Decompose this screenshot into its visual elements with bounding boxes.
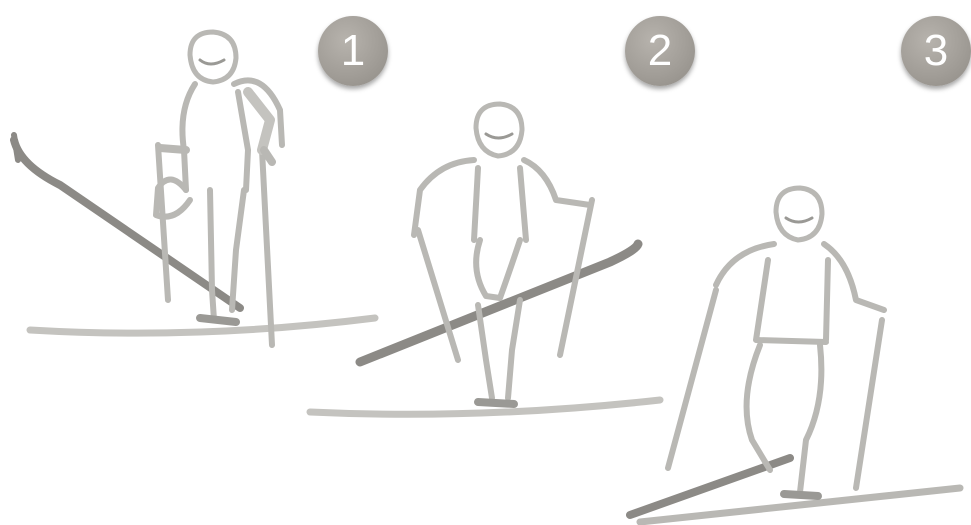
- head-3: [776, 188, 822, 240]
- head-2: [476, 104, 522, 156]
- pole-3-left: [668, 290, 716, 468]
- step-badge-3: 3: [901, 16, 971, 86]
- pole-1-left: [158, 145, 168, 300]
- leg-3-right: [800, 345, 821, 492]
- skier-figure-2: [310, 104, 660, 414]
- leg-2-bent: [476, 240, 520, 298]
- step-number-3: 3: [924, 29, 948, 73]
- pole-1-right: [262, 150, 272, 345]
- step-badge-2: 2: [625, 16, 695, 86]
- step-number-2: 2: [648, 29, 672, 73]
- ski-2-raised: [360, 244, 638, 362]
- step-number-1: 1: [341, 29, 365, 73]
- torso-3: [716, 244, 884, 342]
- ski-1-raised: [14, 140, 240, 308]
- head-1: [190, 32, 236, 82]
- leg-3-left: [747, 345, 770, 470]
- skier-figure-3: [630, 188, 960, 522]
- pole-3-right: [856, 320, 882, 488]
- torso-2: [414, 160, 590, 240]
- skier-figure-1: [14, 32, 375, 345]
- step-badge-1: 1: [318, 16, 388, 86]
